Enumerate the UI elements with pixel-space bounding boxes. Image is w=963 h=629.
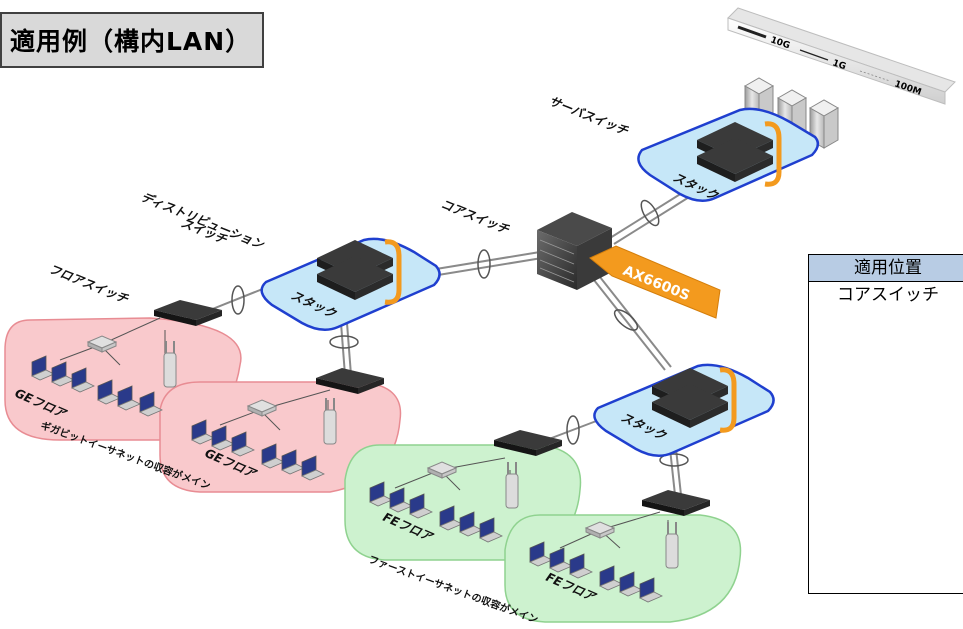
- floor-switch-icon: [642, 490, 710, 516]
- core-switch: [537, 212, 612, 290]
- stack-fe: スタック: [593, 363, 775, 457]
- link-aggregation-marks: [231, 199, 689, 467]
- label-core-switch: コアスイッチ: [439, 197, 512, 237]
- table-value: コアスイッチ: [837, 285, 939, 305]
- stack-server: スタック: [637, 107, 820, 203]
- speed-legend: 10G 1G 100M: [727, 7, 956, 105]
- product-arrow[interactable]: AX6600S: [589, 245, 721, 319]
- stack-distribution: スタック: [260, 239, 441, 331]
- application-position-table: 適用位置 コアスイッチ: [808, 254, 963, 594]
- table-header: 適用位置: [809, 255, 963, 282]
- label-distribution-switch-1: ディストリビューション: [139, 190, 267, 252]
- legend-1g: 1G: [831, 58, 847, 72]
- page-title: 適用例（構内LAN）: [0, 12, 264, 68]
- ge-floor-zone-2: [159, 381, 402, 493]
- fe-floor-zone-2: [504, 514, 742, 623]
- label-floor-switch: フロアスイッチ: [47, 262, 131, 307]
- label-server-switch: サーバスイッチ: [547, 94, 631, 139]
